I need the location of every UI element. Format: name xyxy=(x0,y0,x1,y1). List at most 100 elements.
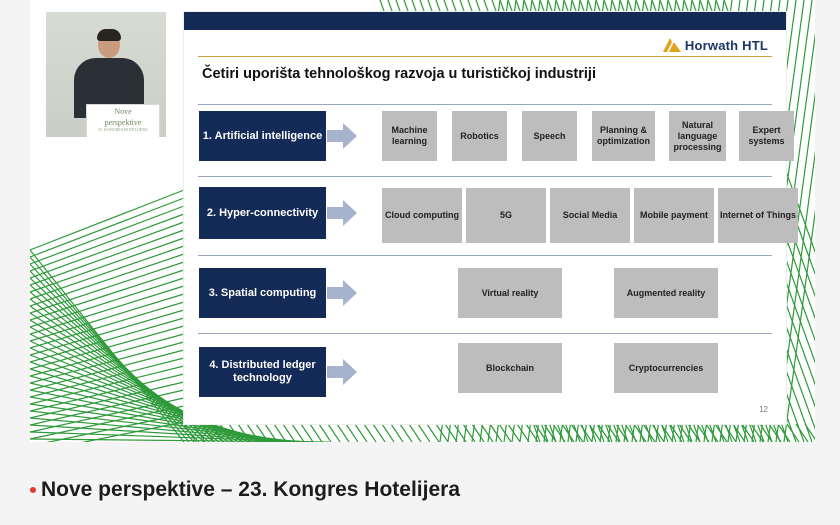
pattern-line xyxy=(714,423,728,442)
pattern-line xyxy=(777,423,791,442)
pattern-line xyxy=(561,423,575,442)
pattern-line xyxy=(426,423,440,442)
pattern-line xyxy=(795,423,809,442)
pattern-line xyxy=(354,423,368,442)
pattern-line xyxy=(237,423,251,442)
pattern-line xyxy=(345,423,359,442)
pattern-line xyxy=(228,423,242,442)
pattern-line xyxy=(264,423,278,442)
horwath-logo-icon xyxy=(662,38,681,52)
pattern-line xyxy=(291,423,305,442)
pattern-line xyxy=(678,423,692,442)
pattern-line xyxy=(768,423,782,442)
pattern-line xyxy=(30,341,185,384)
arrow-right-icon xyxy=(327,359,357,385)
item-blockchain: Blockchain xyxy=(458,343,562,393)
pattern-line xyxy=(624,423,638,442)
pattern-line xyxy=(705,423,719,442)
pattern-line xyxy=(750,423,764,442)
pattern-line xyxy=(30,213,185,272)
pattern-line xyxy=(30,309,185,356)
pattern-line xyxy=(30,197,185,258)
pattern-line xyxy=(336,423,350,442)
item-planning-optimization: Planning & optimization xyxy=(592,111,655,161)
row-separator xyxy=(198,255,772,256)
horwath-logo-text: Horwath HTL xyxy=(684,37,768,53)
pattern-line xyxy=(30,373,185,412)
speaker-hair xyxy=(97,29,121,41)
pattern-line xyxy=(30,237,185,293)
pattern-line xyxy=(390,423,404,442)
pattern-line xyxy=(444,423,458,442)
video-caption: Nove perspektive – 23. Kongres Hotelijer… xyxy=(30,478,460,502)
pattern-line xyxy=(183,423,197,442)
pattern-line xyxy=(255,423,269,442)
item-internet-of-things: Internet of Things xyxy=(718,188,798,243)
podium: Nove perspektive 23. KONGRES HOTELIJERA xyxy=(86,104,160,137)
pattern-line xyxy=(597,423,611,442)
pattern-line xyxy=(30,229,185,286)
pattern-line xyxy=(606,423,620,442)
pattern-line xyxy=(642,423,656,442)
item-cloud-computing: Cloud computing xyxy=(382,188,462,243)
pattern-line xyxy=(30,221,185,279)
pattern-line xyxy=(327,423,341,442)
category-distributed-ledger-technology: 4. Distributed ledger technology xyxy=(199,347,326,397)
item-augmented-reality: Augmented reality xyxy=(614,268,718,318)
pattern-line xyxy=(723,423,737,442)
pattern-line xyxy=(498,423,512,442)
item-mobile-payment: Mobile payment xyxy=(634,188,714,243)
pattern-line xyxy=(462,423,476,442)
pattern-line xyxy=(30,424,310,442)
arrow-right-icon xyxy=(327,200,357,226)
arrow-right-icon xyxy=(327,280,357,306)
pattern-line xyxy=(30,325,185,370)
pattern-line xyxy=(687,423,701,442)
pattern-line xyxy=(453,423,467,442)
pattern-line xyxy=(480,423,494,442)
item-natural-language-processing: Natural language processing xyxy=(669,111,726,161)
pattern-line xyxy=(759,423,773,442)
pattern-line xyxy=(273,423,287,442)
horwath-logo: Horwath HTL xyxy=(662,36,768,54)
pattern-line xyxy=(543,423,557,442)
pattern-line xyxy=(669,423,683,442)
item-cryptocurrencies: Cryptocurrencies xyxy=(614,343,718,393)
pattern-line xyxy=(30,263,195,442)
category-spatial-computing: 3. Spatial computing xyxy=(199,268,326,318)
item-5g: 5G xyxy=(466,188,546,243)
pattern-line xyxy=(408,423,422,442)
pattern-line xyxy=(516,423,530,442)
pattern-line xyxy=(81,421,185,442)
red-dot-icon xyxy=(30,487,36,493)
pattern-line xyxy=(435,423,449,442)
item-expert-systems: Expert systems xyxy=(739,111,794,161)
pattern-line xyxy=(318,423,332,442)
pattern-line xyxy=(30,389,185,426)
video-frame[interactable]: Nove perspektive 23. KONGRES HOTELIJERA … xyxy=(30,0,815,442)
pattern-line xyxy=(30,261,185,314)
podium-logo-line2: perspektive xyxy=(104,118,142,127)
pattern-line xyxy=(534,423,548,442)
pattern-line xyxy=(417,423,431,442)
pattern-line xyxy=(30,253,185,307)
pattern-line xyxy=(30,277,185,328)
pattern-line xyxy=(30,397,185,433)
pattern-line xyxy=(30,245,185,300)
pattern-line xyxy=(300,423,314,442)
item-speech: Speech xyxy=(522,111,577,161)
pattern-line xyxy=(775,150,815,442)
pattern-line xyxy=(507,423,521,442)
pattern-line xyxy=(210,423,224,442)
logo-rule xyxy=(198,56,772,57)
pattern-line xyxy=(30,381,185,419)
item-virtual-reality: Virtual reality xyxy=(458,268,562,318)
pattern-line xyxy=(201,423,215,442)
pattern-line xyxy=(696,423,710,442)
podium-logo-line3: 23. KONGRES HOTELIJERA xyxy=(98,127,148,132)
pattern-line xyxy=(651,423,665,442)
pattern-line xyxy=(30,405,185,440)
pattern-line xyxy=(660,423,674,442)
pattern-line xyxy=(30,301,185,349)
row-separator xyxy=(198,333,772,334)
